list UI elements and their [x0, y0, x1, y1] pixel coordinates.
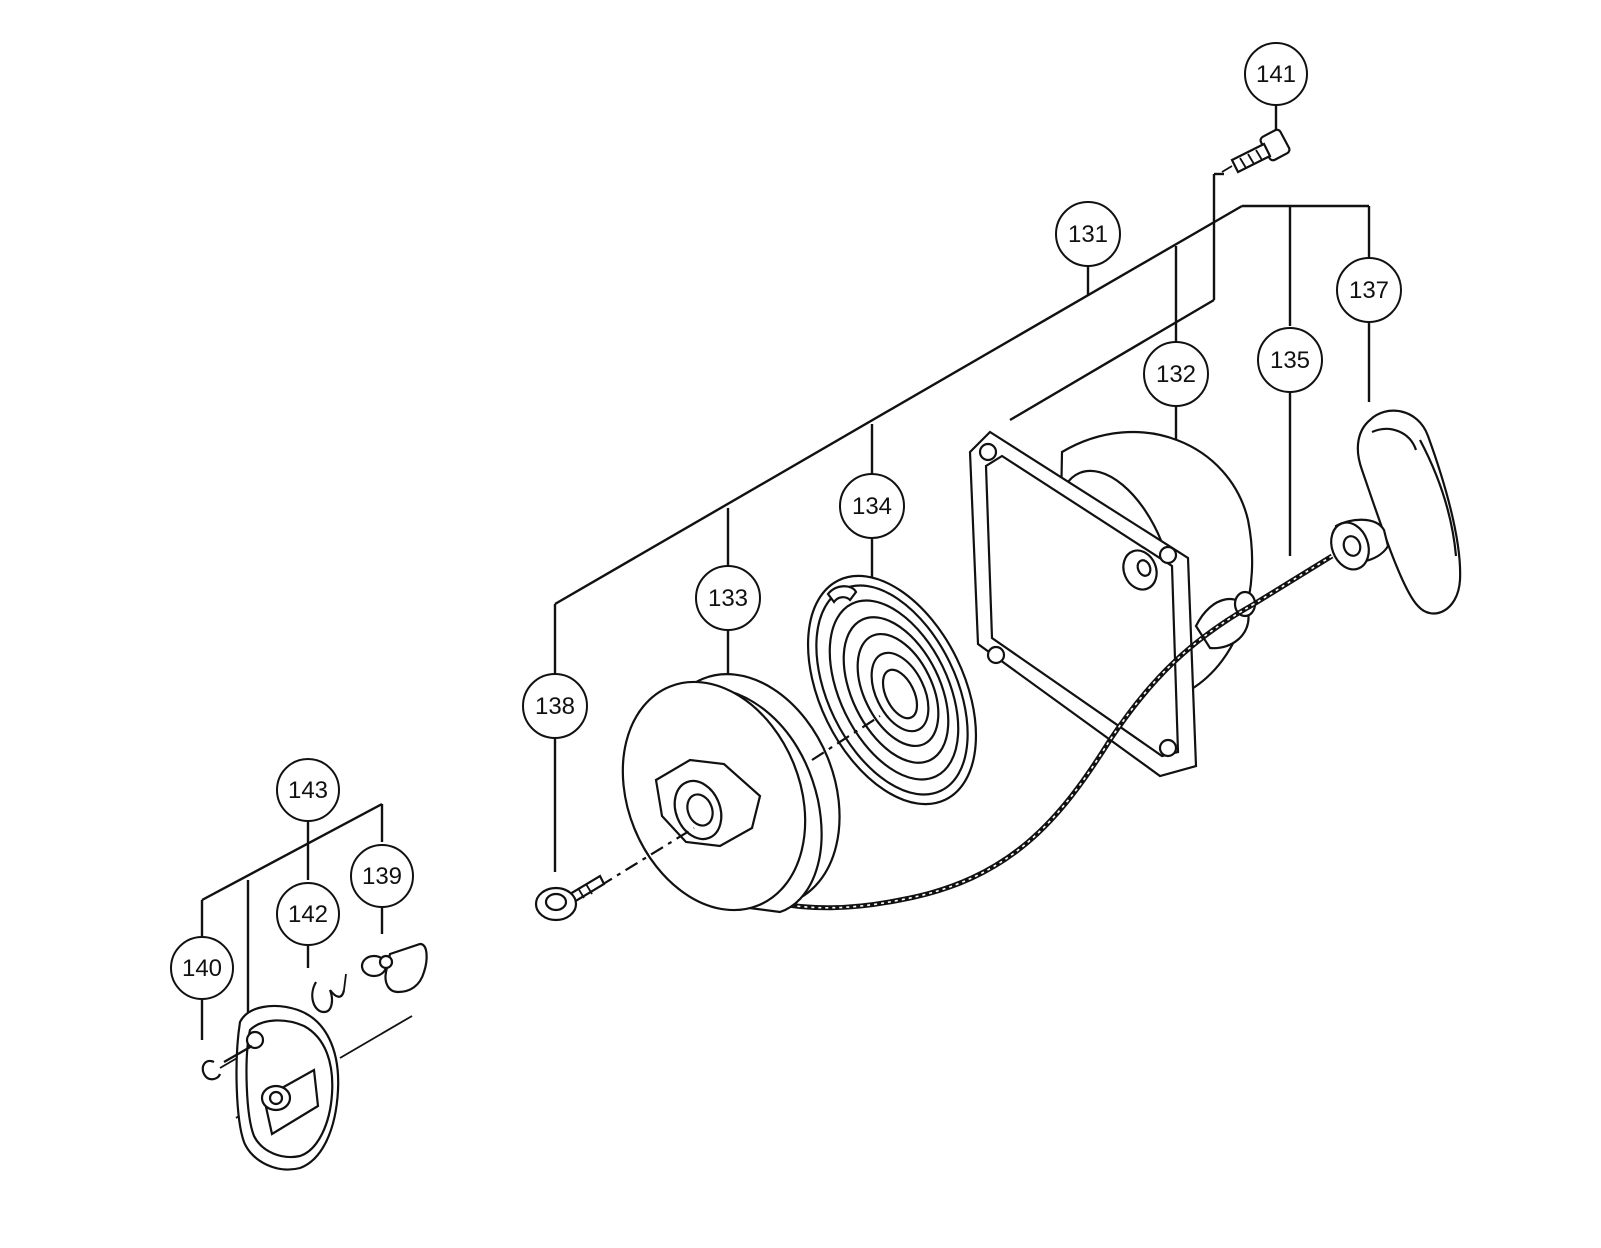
- starter-case-132: [968, 430, 1257, 778]
- pulley-133: [621, 673, 841, 914]
- clip-140: [201, 1044, 253, 1081]
- starter-rope-135: [769, 553, 1334, 911]
- callout-label-131: 131: [1068, 221, 1108, 248]
- callout-label-143: 143: [288, 777, 328, 804]
- callout-138: 138: [522, 673, 588, 739]
- screw-138: [534, 874, 606, 922]
- callout-143: 143: [276, 758, 340, 822]
- callout-133: 133: [695, 565, 761, 631]
- callout-137: 137: [1336, 257, 1402, 323]
- ratchet-pawl-139: [360, 942, 428, 994]
- callout-label-134: 134: [852, 493, 892, 520]
- callout-label-142: 142: [288, 901, 328, 928]
- callout-label-137: 137: [1349, 277, 1389, 304]
- callout-label-138: 138: [535, 693, 575, 720]
- callout-label-135: 135: [1270, 347, 1310, 374]
- recoil-spring-134: [806, 574, 978, 806]
- callout-140: 140: [170, 936, 234, 1000]
- callout-134: 134: [839, 473, 905, 539]
- callout-label-141: 141: [1256, 61, 1296, 88]
- callout-label-139: 139: [362, 863, 402, 890]
- callout-142: 142: [276, 882, 340, 946]
- callout-141: 141: [1244, 42, 1308, 106]
- callout-label-133: 133: [708, 585, 748, 612]
- spring-142: [311, 973, 347, 1014]
- callout-135: 135: [1257, 327, 1323, 393]
- ratchet-plate-143: [235, 1004, 340, 1171]
- callout-132: 132: [1143, 341, 1209, 407]
- callout-label-132: 132: [1156, 361, 1196, 388]
- screw-141: [1221, 128, 1291, 174]
- callout-label-140: 140: [182, 955, 222, 982]
- handle-137: [1330, 409, 1462, 615]
- callout-131: 131: [1055, 201, 1121, 267]
- callout-139: 139: [350, 844, 414, 908]
